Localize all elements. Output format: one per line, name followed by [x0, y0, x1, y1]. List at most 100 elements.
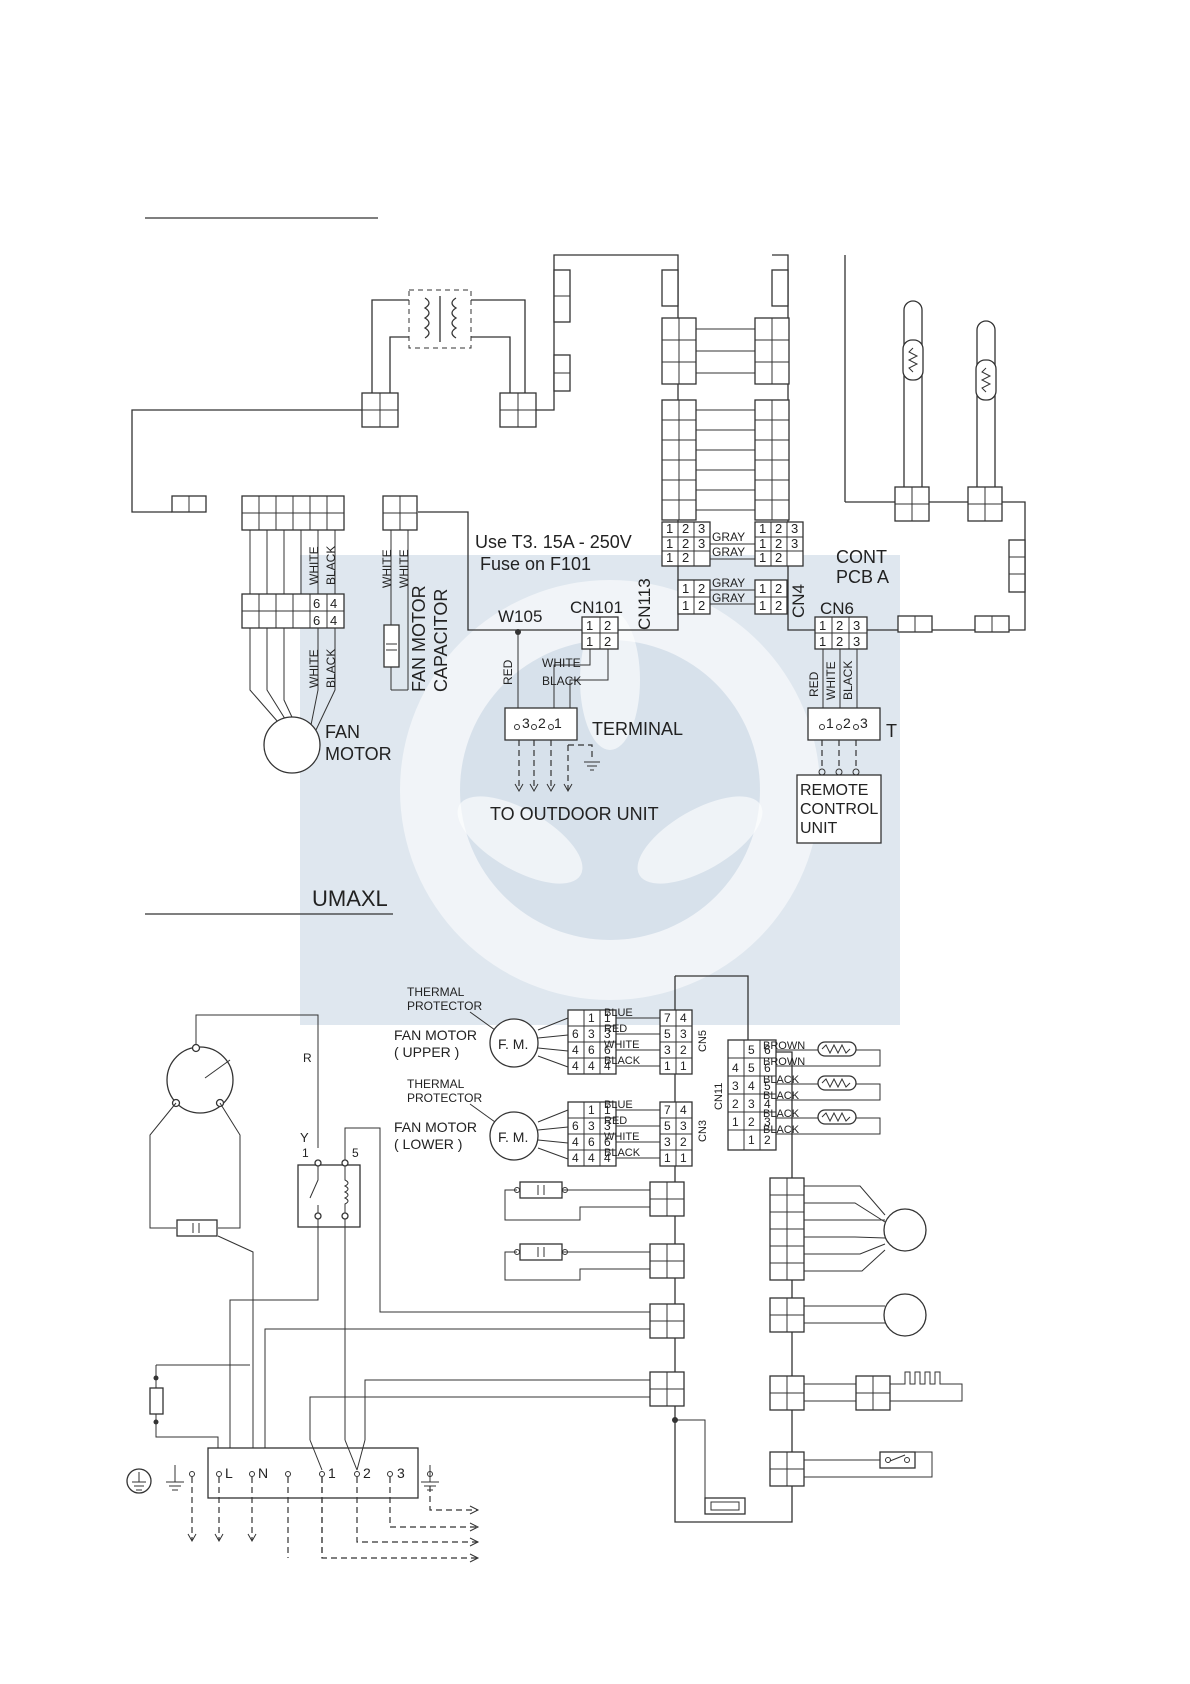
motor-symbol [883, 1208, 927, 1252]
svg-text:1: 1 [759, 521, 766, 536]
svg-text:4: 4 [604, 1151, 611, 1165]
svg-text:5: 5 [748, 1061, 755, 1075]
relay-box [297, 1164, 361, 1228]
fan-motor-upper-label: FAN MOTOR [394, 1027, 477, 1043]
svg-text:5: 5 [748, 1043, 755, 1057]
svg-text:2: 2 [682, 521, 689, 536]
wire-label-black: BLACK [604, 1055, 641, 1067]
svg-text:5: 5 [764, 1079, 771, 1093]
wire-label-red: RED [604, 1115, 627, 1127]
wire-label-black: BLACK [542, 674, 581, 688]
svg-text:4: 4 [732, 1061, 739, 1075]
svg-text:4: 4 [764, 1097, 771, 1111]
thermal-protector-label: PROTECTOR [407, 999, 482, 1013]
wire-label-gray: GRAY [712, 591, 745, 605]
diagram-title: UMAXL [312, 886, 388, 911]
svg-text:3: 3 [664, 1135, 671, 1149]
svg-text:2: 2 [836, 634, 843, 649]
relay-y-label: Y [300, 1130, 309, 1145]
connector-w105: W105 [498, 607, 542, 626]
fan-motor-symbol [263, 716, 321, 774]
svg-text:3: 3 [680, 1119, 687, 1133]
svg-text:1: 1 [664, 1151, 671, 1165]
fuse-note: Use T3. 15A - 250V [475, 532, 632, 552]
connector-cn5: CN5 [697, 1030, 709, 1052]
terminal-l: L [225, 1465, 233, 1481]
wire-label-black: BLACK [324, 546, 338, 585]
svg-text:2: 2 [764, 1133, 771, 1147]
connector-cn4: CN4 [789, 584, 808, 618]
svg-text:2: 2 [680, 1043, 687, 1057]
svg-text:2: 2 [698, 598, 705, 613]
svg-text:3: 3 [791, 521, 798, 536]
svg-text:2: 2 [775, 521, 782, 536]
svg-text:3: 3 [860, 715, 868, 731]
relay-r-label: R [303, 1051, 312, 1065]
svg-text:2: 2 [748, 1115, 755, 1129]
fm-label: F. M. [498, 1129, 528, 1145]
fan-motor-capacitor [383, 624, 400, 668]
wire-label-black: BLACK [604, 1147, 641, 1159]
wire-label-white: WHITE [604, 1131, 639, 1143]
svg-text:6: 6 [572, 1027, 579, 1041]
wire-label-black: BLACK [763, 1108, 800, 1120]
svg-text:2: 2 [775, 598, 782, 613]
svg-text:1: 1 [604, 1103, 611, 1117]
svg-text:1: 1 [666, 536, 673, 551]
wire-label-black: BLACK [763, 1074, 800, 1086]
remote-label: REMOTE [800, 782, 868, 799]
wire-label-black: BLACK [324, 649, 338, 688]
svg-text:4: 4 [588, 1151, 595, 1165]
svg-text:2: 2 [732, 1097, 739, 1111]
svg-text:3: 3 [853, 618, 860, 633]
svg-text:4: 4 [604, 1059, 611, 1073]
terminal-3: 3 [397, 1465, 405, 1481]
fuse-note: Fuse on F101 [480, 554, 591, 574]
svg-text:6: 6 [572, 1119, 579, 1133]
wire-label-gray: GRAY [712, 576, 745, 590]
svg-text:1: 1 [819, 618, 826, 633]
wire-label-white: WHITE [824, 661, 838, 700]
heater-symbol [890, 1371, 963, 1402]
terminal-n: N [258, 1465, 268, 1481]
terminal-2: 2 [363, 1465, 371, 1481]
svg-text:1: 1 [682, 581, 689, 596]
wire-label-brown: BROWN [763, 1056, 805, 1068]
svg-text:6: 6 [313, 596, 320, 611]
capacitor-label: FAN MOTOR [409, 585, 429, 692]
fuse-symbol [149, 1387, 164, 1415]
svg-text:3: 3 [732, 1079, 739, 1093]
svg-text:2: 2 [680, 1135, 687, 1149]
terminal-t-label: T [886, 721, 897, 741]
svg-text:3: 3 [748, 1097, 755, 1111]
bottom-wiring-diagram-umaxl: UMAXL THERMAL PROTECTOR FAN MOTOR ( UPPE… [126, 886, 963, 1563]
svg-text:7: 7 [664, 1103, 671, 1117]
svg-text:1: 1 [680, 1151, 687, 1165]
fan-motor-lower-label: ( LOWER ) [394, 1136, 462, 1152]
svg-text:1: 1 [732, 1115, 739, 1129]
svg-text:5: 5 [664, 1119, 671, 1133]
svg-text:3: 3 [588, 1119, 595, 1133]
svg-text:1: 1 [664, 1059, 671, 1073]
wire-label-gray: GRAY [712, 530, 745, 544]
svg-text:6: 6 [588, 1135, 595, 1149]
svg-text:6: 6 [604, 1043, 611, 1057]
svg-text:1: 1 [666, 521, 673, 536]
svg-text:2: 2 [682, 536, 689, 551]
thermistor-sensors [844, 255, 1026, 633]
fm-label: F. M. [498, 1036, 528, 1052]
svg-text:1: 1 [588, 1011, 595, 1025]
svg-text:2: 2 [843, 715, 851, 731]
svg-text:6: 6 [764, 1061, 771, 1075]
svg-text:4: 4 [748, 1079, 755, 1093]
wire-label-white: WHITE [604, 1039, 639, 1051]
svg-text:3: 3 [764, 1115, 771, 1129]
wire-label-white: WHITE [380, 549, 394, 588]
svg-text:1: 1 [759, 536, 766, 551]
pcb-label: PCB A [836, 567, 889, 587]
svg-text:3: 3 [604, 1027, 611, 1041]
svg-text:4: 4 [572, 1151, 579, 1165]
svg-text:7: 7 [664, 1011, 671, 1025]
svg-text:3: 3 [664, 1043, 671, 1057]
